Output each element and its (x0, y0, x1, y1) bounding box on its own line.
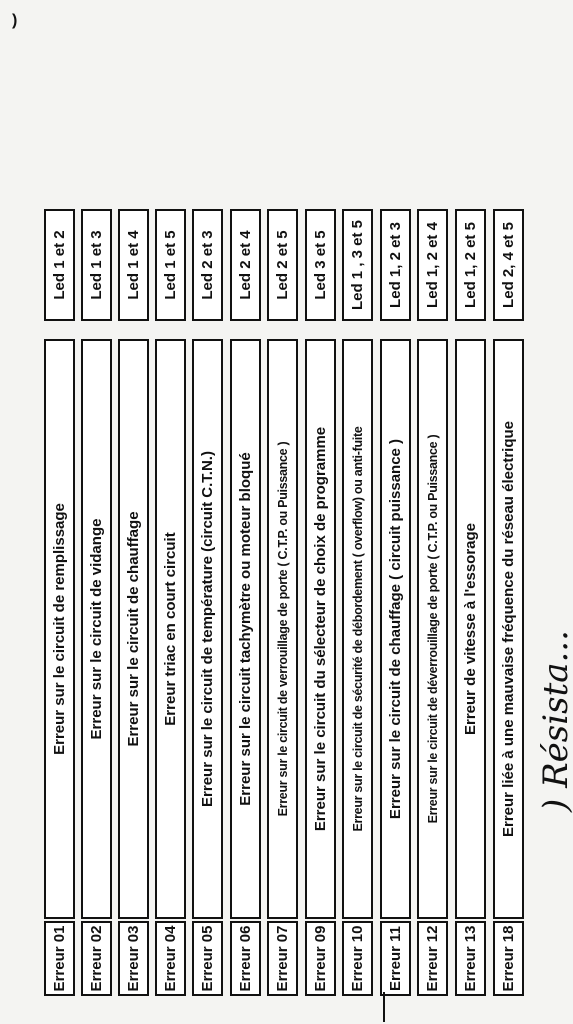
led-combination-cell: Led 1 et 5 (155, 209, 186, 321)
error-code-cell: Erreur 10 (342, 921, 373, 996)
error-description-cell: Erreur triac en court circuit (155, 339, 186, 919)
error-code-cell: Erreur 03 (118, 921, 149, 996)
error-description-cell: Erreur sur le circuit de déverrouillage … (417, 339, 448, 919)
error-code-cell: Erreur 12 (417, 921, 448, 996)
led-combination-cell: Led 1 , 3 et 5 (342, 209, 373, 321)
error-code-cell: Erreur 04 (155, 921, 186, 996)
error-description-cell: Erreur de vitesse à l'essorage (455, 339, 486, 919)
error-description-cell: Erreur sur le circuit de température (ci… (192, 339, 223, 919)
led-combination-cell: Led 1, 2 et 5 (455, 209, 486, 321)
error-description-cell: Erreur sur le circuit de chauffage (118, 339, 149, 919)
error-code-cell: Erreur 13 (455, 921, 486, 996)
error-code-cell: Erreur 11 (380, 921, 411, 996)
error-description-cell: Erreur sur le circuit de vidange (81, 339, 112, 919)
led-combination-cell: Led 2 et 4 (230, 209, 261, 321)
led-combination-cell: Led 2 et 3 (192, 209, 223, 321)
led-combination-cell: Led 3 et 5 (305, 209, 336, 321)
error-description-cell: Erreur liée à une mauvaise fréquence du … (493, 339, 524, 919)
error-description-cell: Erreur sur le circuit du sélecteur de ch… (305, 339, 336, 919)
led-combination-cell: Led 1, 2 et 4 (417, 209, 448, 321)
error-description-cell: Erreur sur le circuit de verrouillage de… (267, 339, 298, 919)
error-code-cell: Erreur 06 (230, 921, 261, 996)
error-description-cell: Erreur sur le circuit de chauffage ( cir… (380, 339, 411, 919)
error-code-cell: Erreur 01 (44, 921, 75, 996)
page-mark: ) (12, 12, 18, 29)
error-code-cell: Erreur 09 (305, 921, 336, 996)
error-description-cell: Erreur sur le circuit de remplissage (44, 339, 75, 919)
margin-tick (383, 992, 385, 1022)
led-combination-cell: Led 1, 2 et 3 (380, 209, 411, 321)
led-combination-cell: Led 1 et 3 (81, 209, 112, 321)
error-code-cell: Erreur 18 (493, 921, 524, 996)
error-description-cell: Erreur sur le circuit de sécurité de déb… (342, 339, 373, 919)
handwritten-note: ) Résista... (536, 630, 573, 812)
led-combination-cell: Led 1 et 2 (44, 209, 75, 321)
led-combination-cell: Led 2, 4 et 5 (493, 209, 524, 321)
led-combination-cell: Led 1 et 4 (118, 209, 149, 321)
error-code-cell: Erreur 02 (81, 921, 112, 996)
error-code-cell: Erreur 05 (192, 921, 223, 996)
led-combination-cell: Led 2 et 5 (267, 209, 298, 321)
error-description-cell: Erreur sur le circuit tachymètre ou mote… (230, 339, 261, 919)
error-code-cell: Erreur 07 (267, 921, 298, 996)
